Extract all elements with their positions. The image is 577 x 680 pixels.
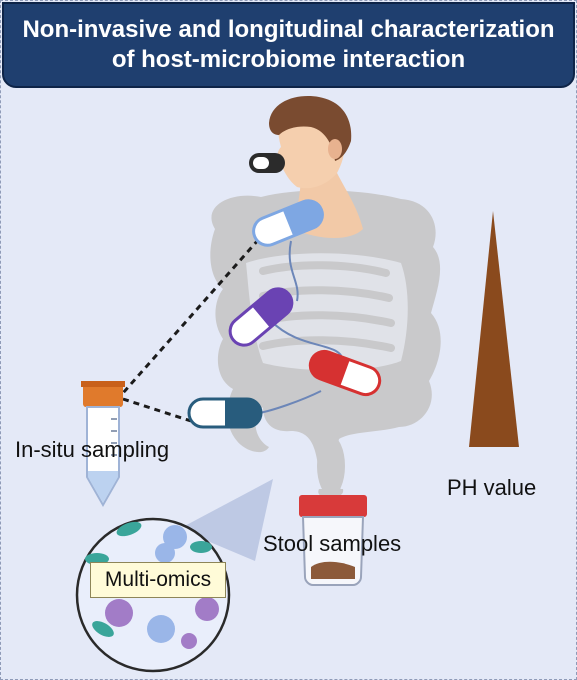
title-banner: Non-invasive and longitudinal characteri…	[2, 2, 575, 88]
sample-tube-icon	[81, 381, 125, 508]
capsule-icon	[228, 287, 294, 347]
zoom-cone	[179, 479, 273, 561]
capsule-icon	[308, 349, 382, 397]
title-line-2: of host-microbiome interaction	[111, 46, 466, 73]
stool-samples-label: Stool samples	[263, 531, 402, 556]
title-line-1: Non-invasive and longitudinal characteri…	[22, 16, 555, 43]
ph-gradient-triangle	[469, 211, 519, 447]
in-situ-sampling-label: In-situ sampling	[15, 437, 170, 462]
human-head-icon	[269, 96, 363, 238]
multi-omics-label: Multi-omics	[90, 562, 226, 598]
microbe-icon	[85, 521, 219, 649]
capsule-icon	[252, 199, 324, 247]
sampling-connectors	[121, 230, 268, 423]
intestine-icon	[210, 190, 441, 498]
stool-jar-icon	[299, 495, 367, 586]
capsule-icon	[187, 397, 263, 429]
ph-value-label: PH value	[447, 475, 537, 500]
breath-mask-icon	[249, 153, 285, 173]
